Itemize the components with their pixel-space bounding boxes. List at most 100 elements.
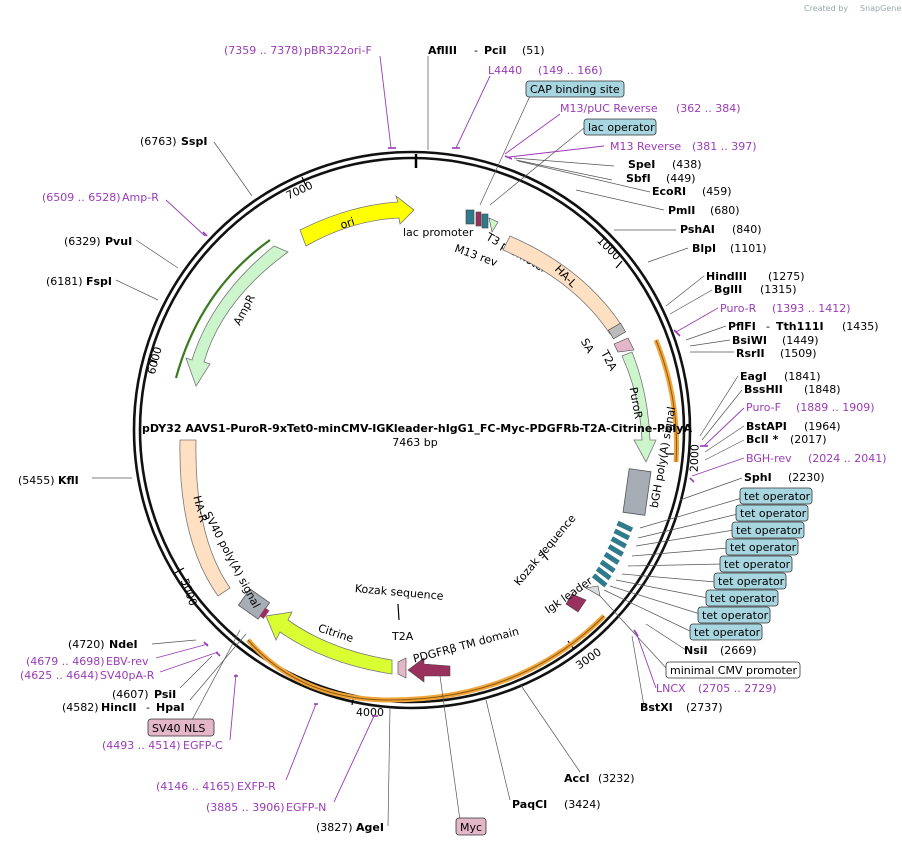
egfpc-label[interactable]: EGFP-C — [183, 739, 223, 752]
m13-rev-feature[interactable] — [475, 211, 482, 227]
bsshii-label[interactable]: BssHII — [744, 383, 783, 396]
mincmv-box[interactable] — [665, 661, 801, 679]
tet-box-8[interactable] — [697, 606, 771, 624]
pcii-label[interactable]: PciI — [484, 44, 506, 57]
pvui-pos: (6329) — [64, 235, 101, 248]
tet-box-5[interactable] — [719, 555, 793, 573]
purof-label[interactable]: Puro-F — [746, 401, 781, 414]
tet-box-4[interactable] — [725, 538, 799, 556]
acci-pos: (3232) — [598, 772, 635, 785]
tet-label-1: tet operator — [744, 490, 811, 503]
t2a-bottom-label: T2A — [391, 630, 414, 643]
rsrii-label[interactable]: RsrII — [736, 347, 765, 360]
fspi-label[interactable]: FspI — [86, 275, 112, 288]
pdgfrb-feature[interactable] — [407, 657, 451, 683]
puror-feature[interactable] — [621, 351, 657, 463]
bglii-label[interactable]: BglII — [714, 283, 742, 296]
sv40par-label[interactable]: SV40pA-R — [100, 669, 155, 682]
tet-operator-labels[interactable]: tet operator tet operator tet operator t… — [689, 487, 813, 641]
acci-label[interactable]: AccI — [564, 772, 590, 785]
pmli-pos: (680) — [710, 204, 740, 217]
m13puc-label[interactable]: M13/pUC Reverse — [560, 102, 658, 115]
psii-label[interactable]: PsiI — [154, 688, 176, 701]
bgh-polya-feature[interactable] — [622, 468, 652, 516]
puror-p-label[interactable]: Puro-R — [720, 302, 757, 315]
t2a-bottom-feature[interactable] — [397, 657, 407, 679]
tet-label-4: tet operator — [730, 541, 797, 554]
pshai-pos: (840) — [732, 223, 762, 236]
rsrii-pos: (1509) — [780, 347, 817, 360]
dash-3: - — [146, 701, 150, 714]
bsiwi-label[interactable]: BsiWI — [732, 334, 767, 347]
agei-label[interactable]: AgeI — [356, 821, 384, 834]
myc-box[interactable] — [455, 817, 487, 836]
tet-box-9[interactable] — [689, 623, 763, 641]
purof-pos: (1889 .. 1909) — [796, 401, 875, 414]
bghrev-label[interactable]: BGH-rev — [746, 452, 792, 465]
t3-promoter-feature[interactable] — [488, 217, 499, 233]
lac-operator-box[interactable] — [583, 118, 657, 136]
bstapi-label[interactable]: BstAPI — [746, 420, 787, 433]
afliii-label[interactable]: AflIII — [428, 44, 457, 57]
igk-label: Igk leader — [542, 574, 595, 616]
hpai-label[interactable]: HpaI — [156, 701, 185, 714]
ampr-green-arc — [174, 239, 271, 379]
sbfi-label[interactable]: SbfI — [626, 172, 651, 185]
citrine-feature[interactable] — [265, 611, 393, 675]
bstxi-label[interactable]: BstXI — [640, 701, 673, 714]
sv40-nls-feature[interactable] — [259, 607, 270, 619]
tet-box-7[interactable] — [705, 589, 779, 607]
exfpr-label[interactable]: EXFP-R — [237, 780, 276, 793]
kfli-label[interactable]: KflI — [58, 474, 79, 487]
tth-label[interactable]: Tth111I — [776, 320, 824, 333]
cap-box[interactable] — [525, 80, 625, 98]
paqci-label[interactable]: PaqCI — [512, 798, 547, 811]
ampr-feature[interactable] — [185, 245, 289, 387]
tet-box-3[interactable] — [731, 521, 805, 539]
ndei-label[interactable]: NdeI — [109, 638, 138, 651]
blpi-label[interactable]: BlpI — [692, 242, 716, 255]
eagi-label[interactable]: EagI — [740, 370, 767, 383]
egfpn-label[interactable]: EGFP-N — [286, 801, 326, 814]
ori-feature[interactable] — [299, 194, 415, 247]
sphi-label[interactable]: SphI — [744, 471, 772, 484]
m13rev-label[interactable]: M13 Reverse — [610, 140, 681, 153]
l4440-label[interactable]: L4440 — [488, 64, 522, 77]
pshai-label[interactable]: PshAI — [680, 223, 715, 236]
igk-leader-feature[interactable] — [565, 593, 587, 613]
lac-operator-feature[interactable] — [465, 209, 475, 225]
pbr-pos[interactable]: (7359 .. 7378) — [224, 44, 303, 57]
bcli-label[interactable]: BclI * — [746, 433, 779, 446]
mincmv-feature[interactable] — [585, 585, 601, 597]
spei-label[interactable]: SpeI — [628, 158, 655, 171]
cap-label: CAP binding site — [530, 83, 620, 96]
pbr-label[interactable]: pBR322ori-F — [304, 44, 372, 57]
hindiii-label[interactable]: HindIII — [706, 270, 747, 283]
nsii-label[interactable]: NsiI — [684, 644, 708, 657]
bsiwi-pos: (1449) — [782, 334, 819, 347]
eagi-pos: (1841) — [784, 370, 821, 383]
hincii-label[interactable]: HincII — [101, 701, 137, 714]
pmli-label[interactable]: PmlI — [668, 204, 695, 217]
tet-box-2[interactable] — [735, 504, 809, 522]
sv40-nls-box[interactable] — [147, 718, 215, 737]
kfli-pos: (5455) — [18, 474, 55, 487]
pflfi-label[interactable]: PflFI — [728, 320, 756, 333]
cap-feature[interactable] — [481, 213, 489, 229]
pvui-label[interactable]: PvuI — [105, 235, 132, 248]
backbone-outer — [132, 150, 692, 710]
tet-box-1[interactable] — [739, 487, 813, 505]
t2a-top-feature[interactable] — [613, 337, 635, 353]
tet-box-6[interactable] — [713, 572, 787, 590]
ebvrev-label[interactable]: EBV-rev — [106, 655, 149, 668]
sa-feature[interactable] — [608, 322, 626, 340]
backbone-inner — [138, 156, 686, 704]
sv40par-pos: (4625 .. 4644) — [20, 669, 99, 682]
ecori-label[interactable]: EcoRI — [652, 185, 686, 198]
sspi-pos: (6763) — [140, 135, 177, 148]
sspi-label[interactable]: SspI — [181, 135, 207, 148]
ampr-p-label[interactable]: Amp-R — [122, 191, 159, 204]
lncx-label[interactable]: LNCX — [656, 682, 686, 695]
tet-operator-stack[interactable] — [591, 520, 634, 588]
ha-r-feature[interactable] — [179, 439, 231, 597]
